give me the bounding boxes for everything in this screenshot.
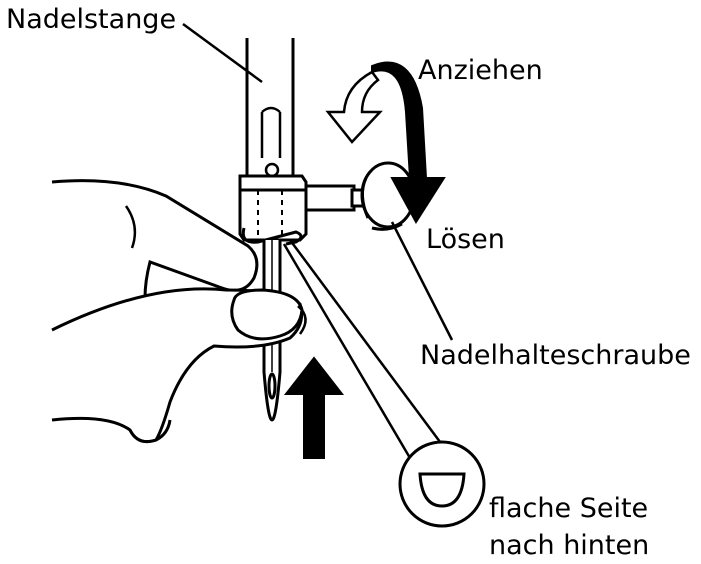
flat-side-shape [418,472,466,508]
thumb-nail [230,288,304,341]
thread-guide [241,227,303,246]
bar-screw [264,162,280,178]
label-flat-side-line2: nach hinten [489,530,650,561]
push-up-arrow [283,356,345,459]
label-loosen: Lösen [426,224,505,255]
hand-finger-lower [128,419,172,444]
needle-bar [245,38,295,176]
label-flat-side-line1: flache Seite [489,493,649,524]
hand-finger-back [51,179,259,331]
label-tighten: Anziehen [418,55,543,86]
label-needle-clamp-screw: Nadelhalteschraube [420,340,691,371]
loosen-arrow [371,61,446,224]
rotation-arrows [325,61,446,224]
thumb-nail-tip [297,305,307,335]
hand-crease [124,205,137,249]
screw-shaft [304,184,368,212]
screw-leader [390,221,454,341]
needle-cross-section [398,440,486,528]
needle-shank-hidden [257,190,283,238]
label-needle-bar: Nadelstange [6,4,177,35]
needle-clamp [238,174,308,242]
tighten-arrow [325,70,383,144]
callout-lines [282,239,448,459]
needle-bar-leader [182,22,263,84]
needle-bar-slot [260,106,282,158]
